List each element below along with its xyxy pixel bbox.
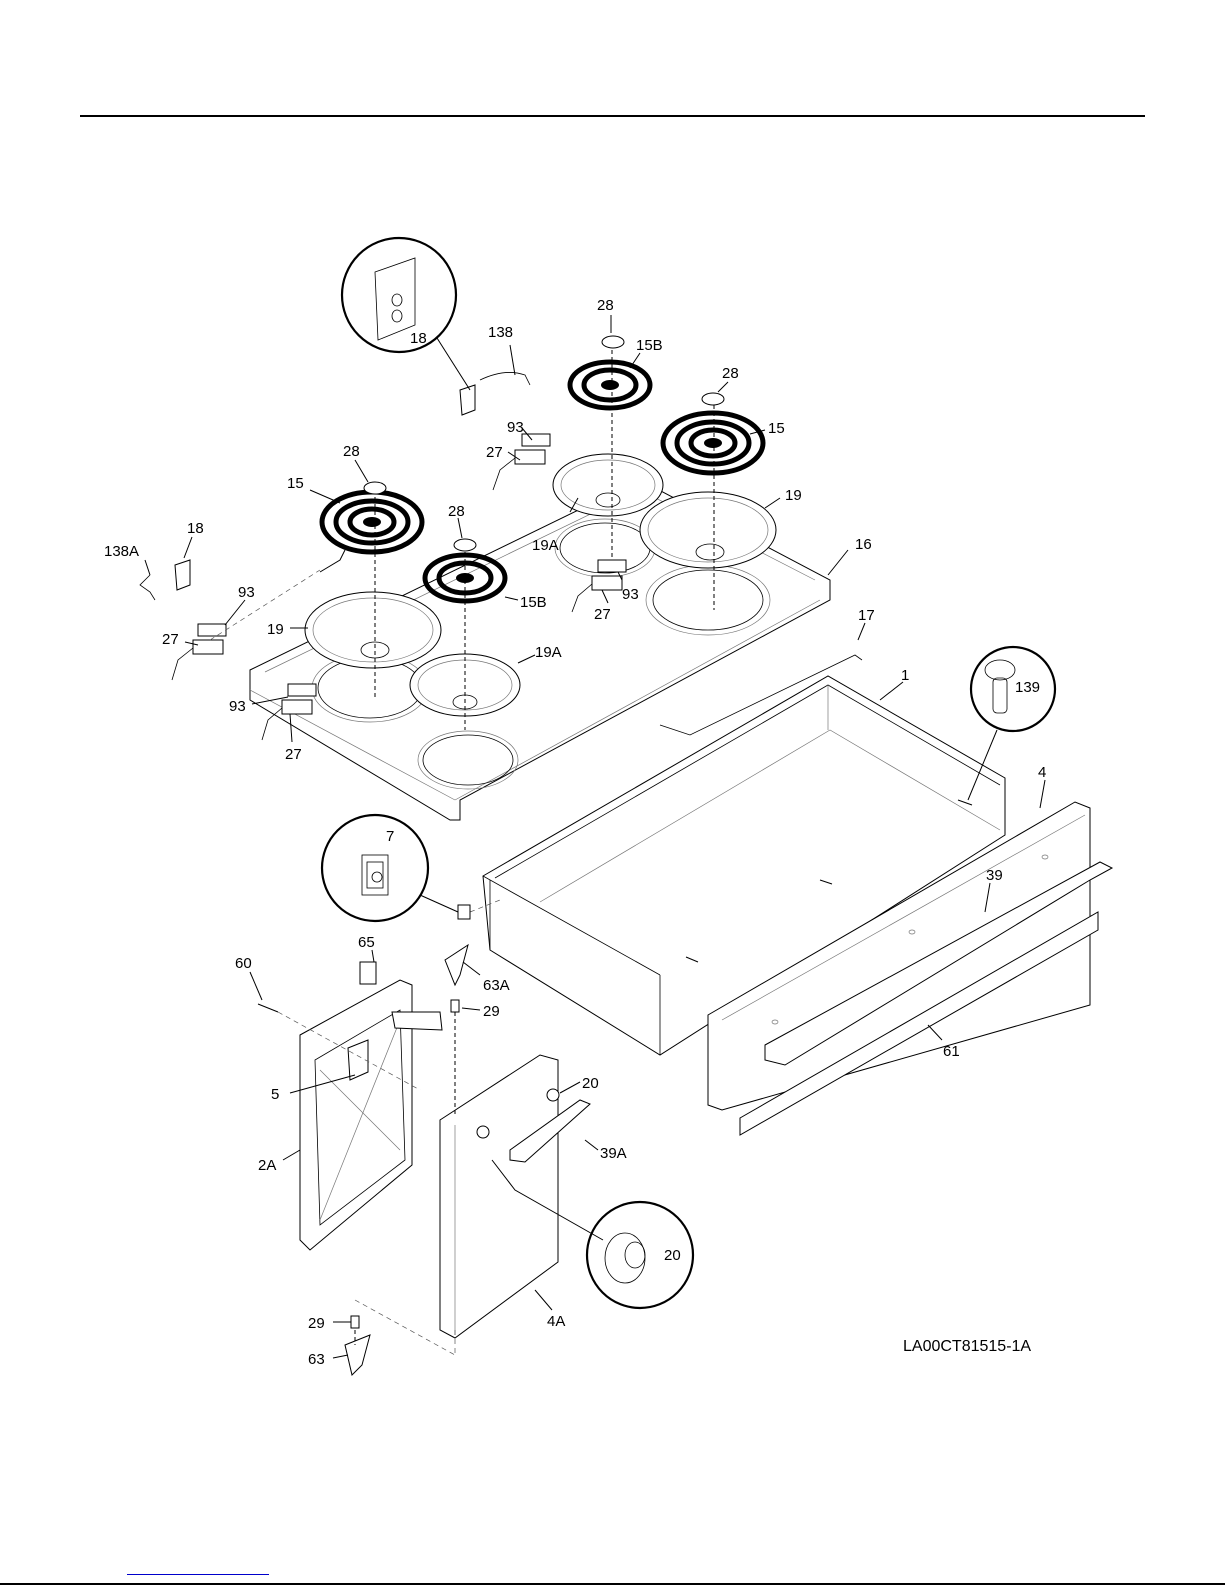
surface-element-15B-rear — [567, 359, 653, 411]
label-27-rear: 27 — [486, 444, 503, 461]
label-29-bottom: 29 — [308, 1315, 325, 1332]
bumper-20-upper — [546, 1088, 560, 1102]
figure-code: LA00CT81515-1A — [903, 1338, 1031, 1355]
trim-cap-28-rear-left — [601, 335, 625, 349]
screw-drawer-left — [685, 956, 699, 963]
label-93-left: 93 — [238, 584, 255, 601]
label-61: 61 — [943, 1043, 960, 1060]
label-138: 138 — [488, 324, 513, 341]
label-2A: 2A — [258, 1157, 276, 1174]
label-93-right: 93 — [622, 586, 639, 603]
label-60: 60 — [235, 955, 252, 972]
label-65: 65 — [358, 934, 375, 951]
label-28-front-mid: 28 — [448, 503, 465, 520]
receptacle-left — [171, 623, 227, 681]
door-frame-2A — [299, 979, 413, 1251]
bracket-18-rear — [459, 384, 476, 416]
pivot-63 — [344, 1334, 371, 1376]
label-4A: 4A — [547, 1313, 565, 1330]
label-15-right: 15 — [768, 420, 785, 437]
label-16: 16 — [855, 536, 872, 553]
bumper-20-lower — [476, 1125, 490, 1139]
label-7: 7 — [386, 828, 394, 845]
header-rule — [80, 115, 1145, 117]
bushing-29-top — [450, 999, 460, 1013]
label-5: 5 — [271, 1086, 279, 1103]
label-28-front-left: 28 — [343, 443, 360, 460]
leader-lines — [144, 315, 1046, 1359]
screw-60 — [257, 1003, 279, 1013]
drawer-body-part-1 — [482, 675, 1006, 1056]
surface-element-15-left — [319, 489, 425, 573]
label-27-right: 27 — [594, 606, 611, 623]
label-20-small: 20 — [582, 1075, 599, 1092]
label-63A: 63A — [483, 977, 510, 994]
surface-element-15-right — [660, 410, 766, 476]
label-39A: 39A — [600, 1145, 627, 1162]
latch-65 — [359, 961, 377, 985]
label-27-left: 27 — [162, 631, 179, 648]
label-17: 17 — [858, 607, 875, 624]
door-handle-39A — [509, 1099, 591, 1163]
trim-cap-28-rear-right — [701, 392, 725, 406]
label-18-callout: 18 — [410, 330, 427, 347]
callout-20 — [491, 1159, 695, 1310]
label-93-front: 93 — [229, 698, 246, 715]
trim-cap-28-front-left — [363, 481, 387, 495]
label-28-rear-left: 28 — [597, 297, 614, 314]
rail-17 — [659, 654, 863, 736]
pivot-63A — [444, 943, 469, 987]
label-28-rear-right: 28 — [722, 365, 739, 382]
label-93-rear: 93 — [507, 419, 524, 436]
side-door-panel-4A — [439, 1054, 559, 1339]
hinge-bracket — [391, 1011, 443, 1031]
screw-139 — [957, 799, 973, 806]
drip-bowl-19A-rear — [552, 453, 664, 517]
label-39: 39 — [986, 867, 1003, 884]
label-1: 1 — [901, 667, 909, 684]
receptacle-right — [571, 559, 627, 613]
callout-7 — [320, 813, 471, 923]
label-19A-rear: 19A — [532, 537, 559, 554]
label-15-left: 15 — [287, 475, 304, 492]
drip-bowl-19-left — [304, 591, 442, 669]
clip-138 — [479, 372, 531, 386]
label-15B-front: 15B — [520, 594, 547, 611]
receptacle-rear — [492, 433, 551, 491]
footer-rule — [0, 1583, 1225, 1585]
trim-cap-28-front-mid — [453, 538, 477, 552]
label-19-left: 19 — [267, 621, 284, 638]
label-19A-front: 19A — [535, 644, 562, 661]
label-138A: 138A — [104, 543, 139, 560]
label-18-small: 18 — [187, 520, 204, 537]
bracket-5 — [347, 1039, 369, 1081]
part-labels: 18 138 28 15B 28 15 93 27 28 15 28 19A 1… — [104, 297, 1046, 1368]
receptacle-front — [261, 683, 317, 741]
screw-drawer-mid — [819, 879, 833, 885]
clip-138A — [139, 574, 156, 601]
label-19-right: 19 — [785, 487, 802, 504]
label-27-front: 27 — [285, 746, 302, 763]
callout-139 — [967, 645, 1057, 801]
drawer-handle-39 — [764, 861, 1114, 1066]
label-139: 139 — [1015, 679, 1040, 696]
label-63: 63 — [308, 1351, 325, 1368]
callout-18 — [340, 236, 471, 391]
label-15B-rear: 15B — [636, 337, 663, 354]
label-4: 4 — [1038, 764, 1046, 781]
bushing-29-bottom — [350, 1315, 360, 1329]
bracket-18-small — [174, 559, 191, 591]
label-29-top: 29 — [483, 1003, 500, 1020]
hyperlink-underline[interactable] — [127, 1574, 269, 1575]
surface-element-15B-front — [422, 552, 508, 604]
drawer-trim-61 — [739, 911, 1099, 1136]
label-20-callout: 20 — [664, 1247, 681, 1264]
drip-bowl-19-right — [639, 491, 777, 569]
